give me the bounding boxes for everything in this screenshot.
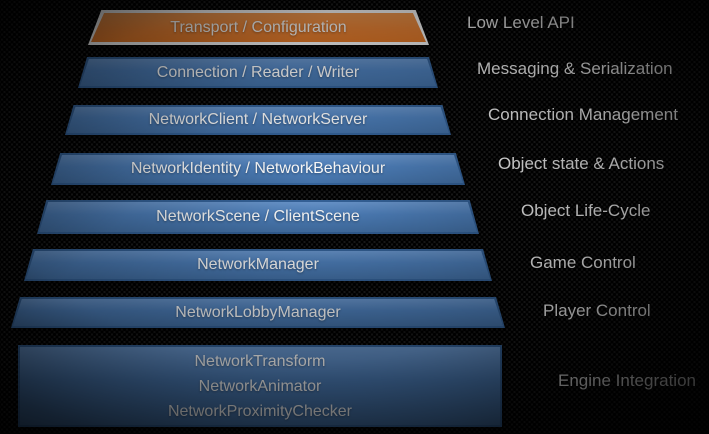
layer-fill: NetworkScene / ClientScene bbox=[39, 202, 477, 232]
layer-fill: NetworkManager bbox=[26, 251, 490, 279]
layer-fill: NetworkIdentity / NetworkBehaviour bbox=[53, 155, 463, 183]
layer-networkidentity-networkbehaviour: NetworkIdentity / NetworkBehaviour bbox=[51, 153, 465, 185]
layer-label-line: NetworkAnimator bbox=[198, 377, 322, 395]
caption-engine-integration: Engine Integration bbox=[558, 371, 696, 390]
layer-label: Transport / Configuration bbox=[170, 18, 347, 36]
layer-fill: NetworkLobbyManager bbox=[13, 299, 503, 326]
layer-transport-fill: Transport / Configuration bbox=[91, 13, 426, 42]
layer-border: NetworkManager bbox=[24, 249, 492, 281]
layer-border: NetworkScene / ClientScene bbox=[37, 200, 479, 234]
layer-transport-configuration: Transport / Configuration bbox=[88, 10, 429, 45]
layer-border: Connection / Reader / Writer bbox=[78, 57, 438, 88]
layer-networkclient-networkserver: NetworkClient / NetworkServer bbox=[65, 105, 451, 135]
layer-label: NetworkClient / NetworkServer bbox=[148, 111, 368, 129]
layer-label: Connection / Reader / Writer bbox=[156, 63, 360, 81]
layer-label: NetworkLobbyManager bbox=[175, 303, 341, 321]
layer-label: NetworkScene / ClientScene bbox=[156, 208, 360, 226]
layer-networklobbymanager: NetworkLobbyManager bbox=[11, 297, 505, 328]
layer-label: NetworkIdentity / NetworkBehaviour bbox=[130, 160, 386, 178]
layer-engine-components: NetworkTransform NetworkAnimator Network… bbox=[18, 345, 502, 427]
layer-label: NetworkManager bbox=[197, 256, 319, 274]
layer-border: NetworkTransform NetworkAnimator Network… bbox=[18, 345, 502, 427]
layer-fill: NetworkClient / NetworkServer bbox=[67, 107, 449, 133]
layer-border: NetworkIdentity / NetworkBehaviour bbox=[51, 153, 465, 185]
layer-fill: NetworkTransform NetworkAnimator Network… bbox=[20, 347, 500, 425]
caption-object-state-actions: Object state & Actions bbox=[498, 154, 665, 173]
caption-object-life-cycle: Object Life-Cycle bbox=[521, 201, 651, 220]
layer-networkmanager: NetworkManager bbox=[24, 249, 492, 281]
layer-connection-reader-writer: Connection / Reader / Writer bbox=[78, 57, 438, 88]
caption-player-control: Player Control bbox=[543, 301, 651, 320]
layer-label-line: NetworkTransform bbox=[194, 352, 326, 370]
caption-low-level-api: Low Level API bbox=[467, 13, 575, 32]
layer-border: NetworkLobbyManager bbox=[11, 297, 505, 328]
caption-game-control: Game Control bbox=[530, 253, 636, 272]
layer-networkscene-clientscene: NetworkScene / ClientScene bbox=[37, 200, 479, 234]
caption-connection-management: Connection Management bbox=[488, 105, 678, 124]
layer-transport-border: Transport / Configuration bbox=[88, 10, 429, 45]
caption-messaging-serialization: Messaging & Serialization bbox=[477, 59, 673, 78]
layer-label-line: NetworkProximityChecker bbox=[167, 402, 353, 420]
layer-fill: Connection / Reader / Writer bbox=[80, 59, 436, 86]
layer-border: NetworkClient / NetworkServer bbox=[65, 105, 451, 135]
